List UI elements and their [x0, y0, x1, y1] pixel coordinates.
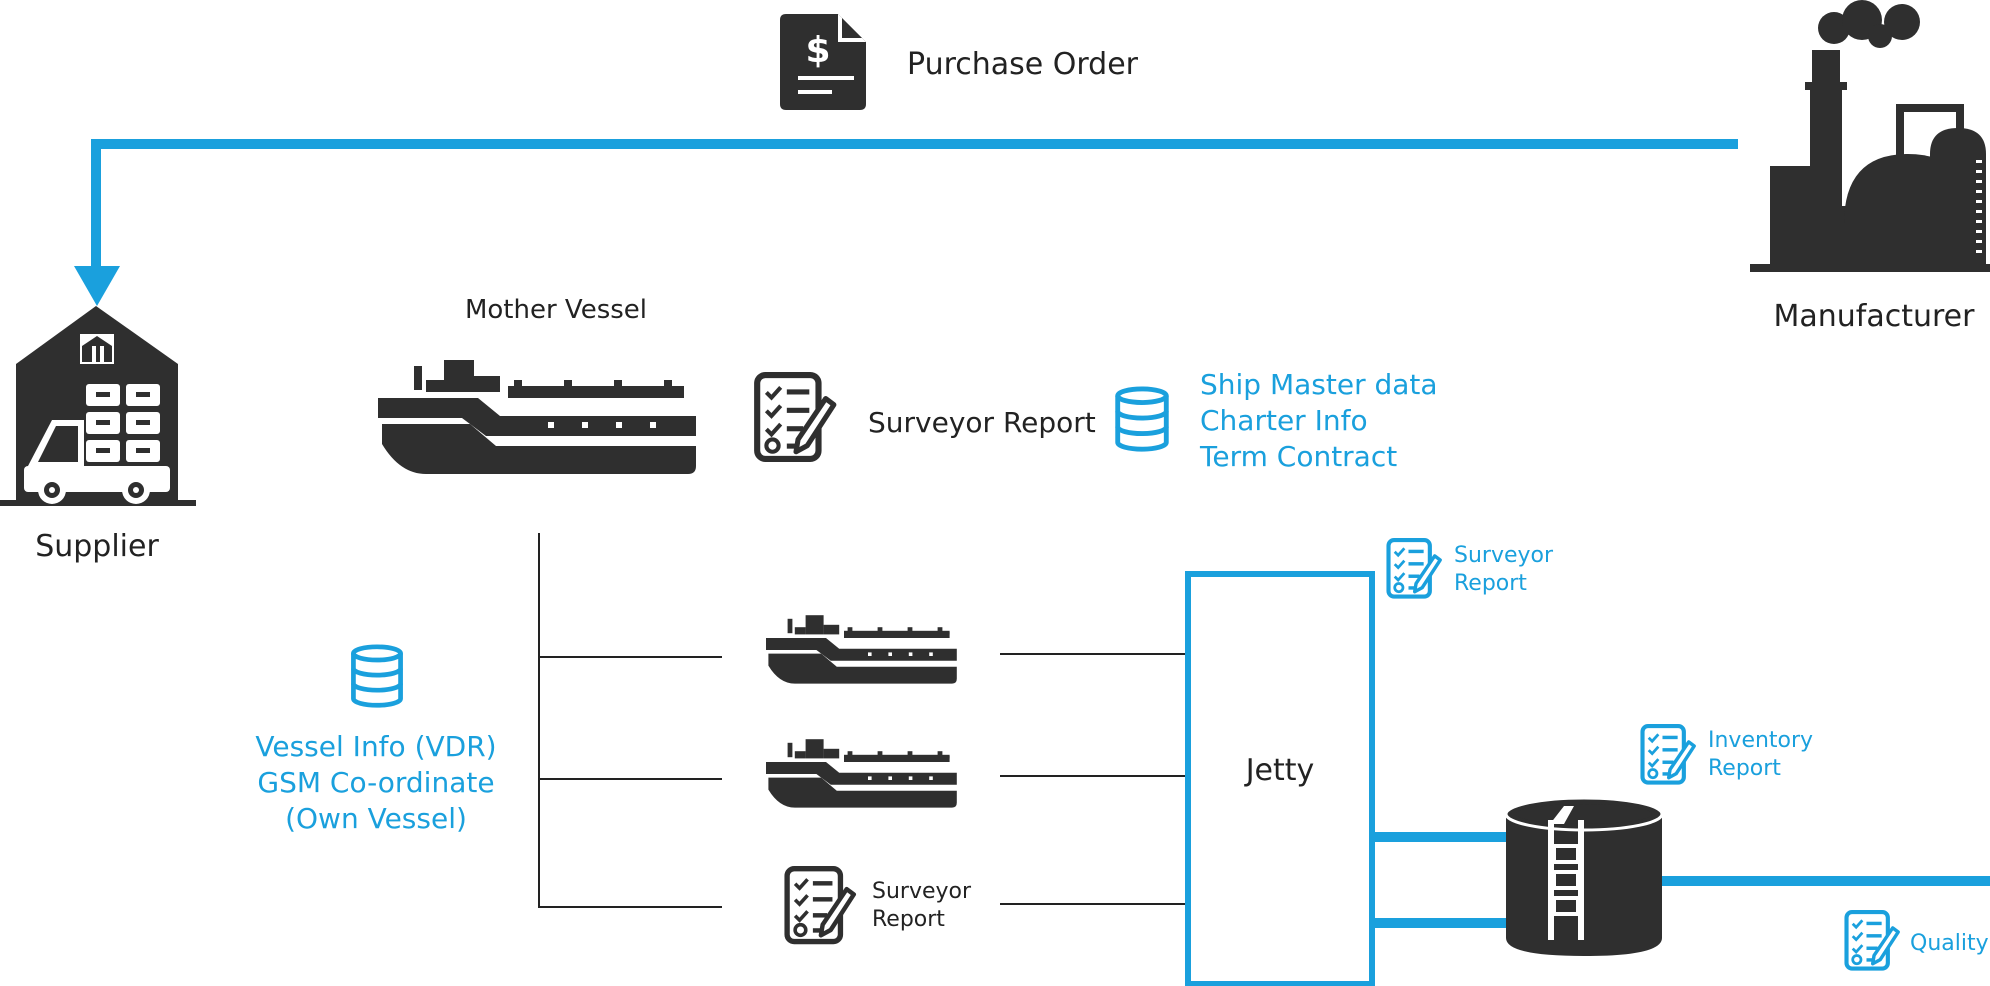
ship-master-data-text: Ship Master data — [1200, 368, 1438, 401]
charter-info-text: Charter Info — [1200, 404, 1368, 437]
svg-text:$: $ — [805, 30, 830, 71]
surveyor-report-small-line1: Surveyor — [872, 879, 972, 904]
purchase-order-flow-line — [91, 139, 1738, 270]
barge-ship-icon — [766, 739, 957, 808]
supplier-label: Supplier — [35, 529, 159, 564]
checklist-report-icon — [757, 375, 834, 459]
checklist-report-icon — [787, 869, 854, 942]
distribution-tree-lines — [538, 533, 1186, 908]
barge-ship-icon — [766, 615, 957, 684]
storage-tank-icon — [1504, 796, 1664, 956]
quality-label: Quality — [1910, 931, 1989, 956]
factory-icon — [1750, 0, 1990, 272]
surveyor-report-small-line2: Report — [872, 907, 945, 932]
checklist-report-icon — [1643, 726, 1695, 782]
inventory-report-line2: Report — [1708, 756, 1781, 781]
checklist-report-icon — [1389, 540, 1441, 596]
jetty-tank-pipes — [1372, 832, 1990, 928]
term-contract-text: Term Contract — [1199, 440, 1397, 473]
database-icon — [1118, 389, 1167, 449]
jetty-label: Jetty — [1244, 753, 1315, 788]
purchase-order-label: Purchase Order — [907, 47, 1139, 82]
mother-vessel-label: Mother Vessel — [465, 295, 647, 325]
surveyor-report-label: Surveyor Report — [868, 406, 1096, 439]
surveyor-report-jetty-line1: Surveyor — [1454, 543, 1554, 568]
jetty-box — [1185, 571, 1375, 986]
invoice-dollar-icon: $ — [780, 14, 866, 110]
own-vessel-text: (Own Vessel) — [285, 802, 467, 835]
surveyor-report-jetty-line2: Report — [1454, 571, 1527, 596]
gsm-coordinate-text: GSM Co-ordinate — [257, 766, 494, 799]
warehouse-truck-icon — [0, 306, 196, 506]
database-icon — [353, 647, 400, 705]
manufacturer-label: Manufacturer — [1774, 299, 1976, 334]
checklist-report-icon — [1847, 912, 1899, 968]
vessel-info-text: Vessel Info (VDR) — [255, 730, 496, 763]
inventory-report-line1: Inventory — [1708, 728, 1813, 753]
flow-arrowhead — [74, 266, 120, 306]
cargo-ship-icon — [378, 360, 696, 474]
